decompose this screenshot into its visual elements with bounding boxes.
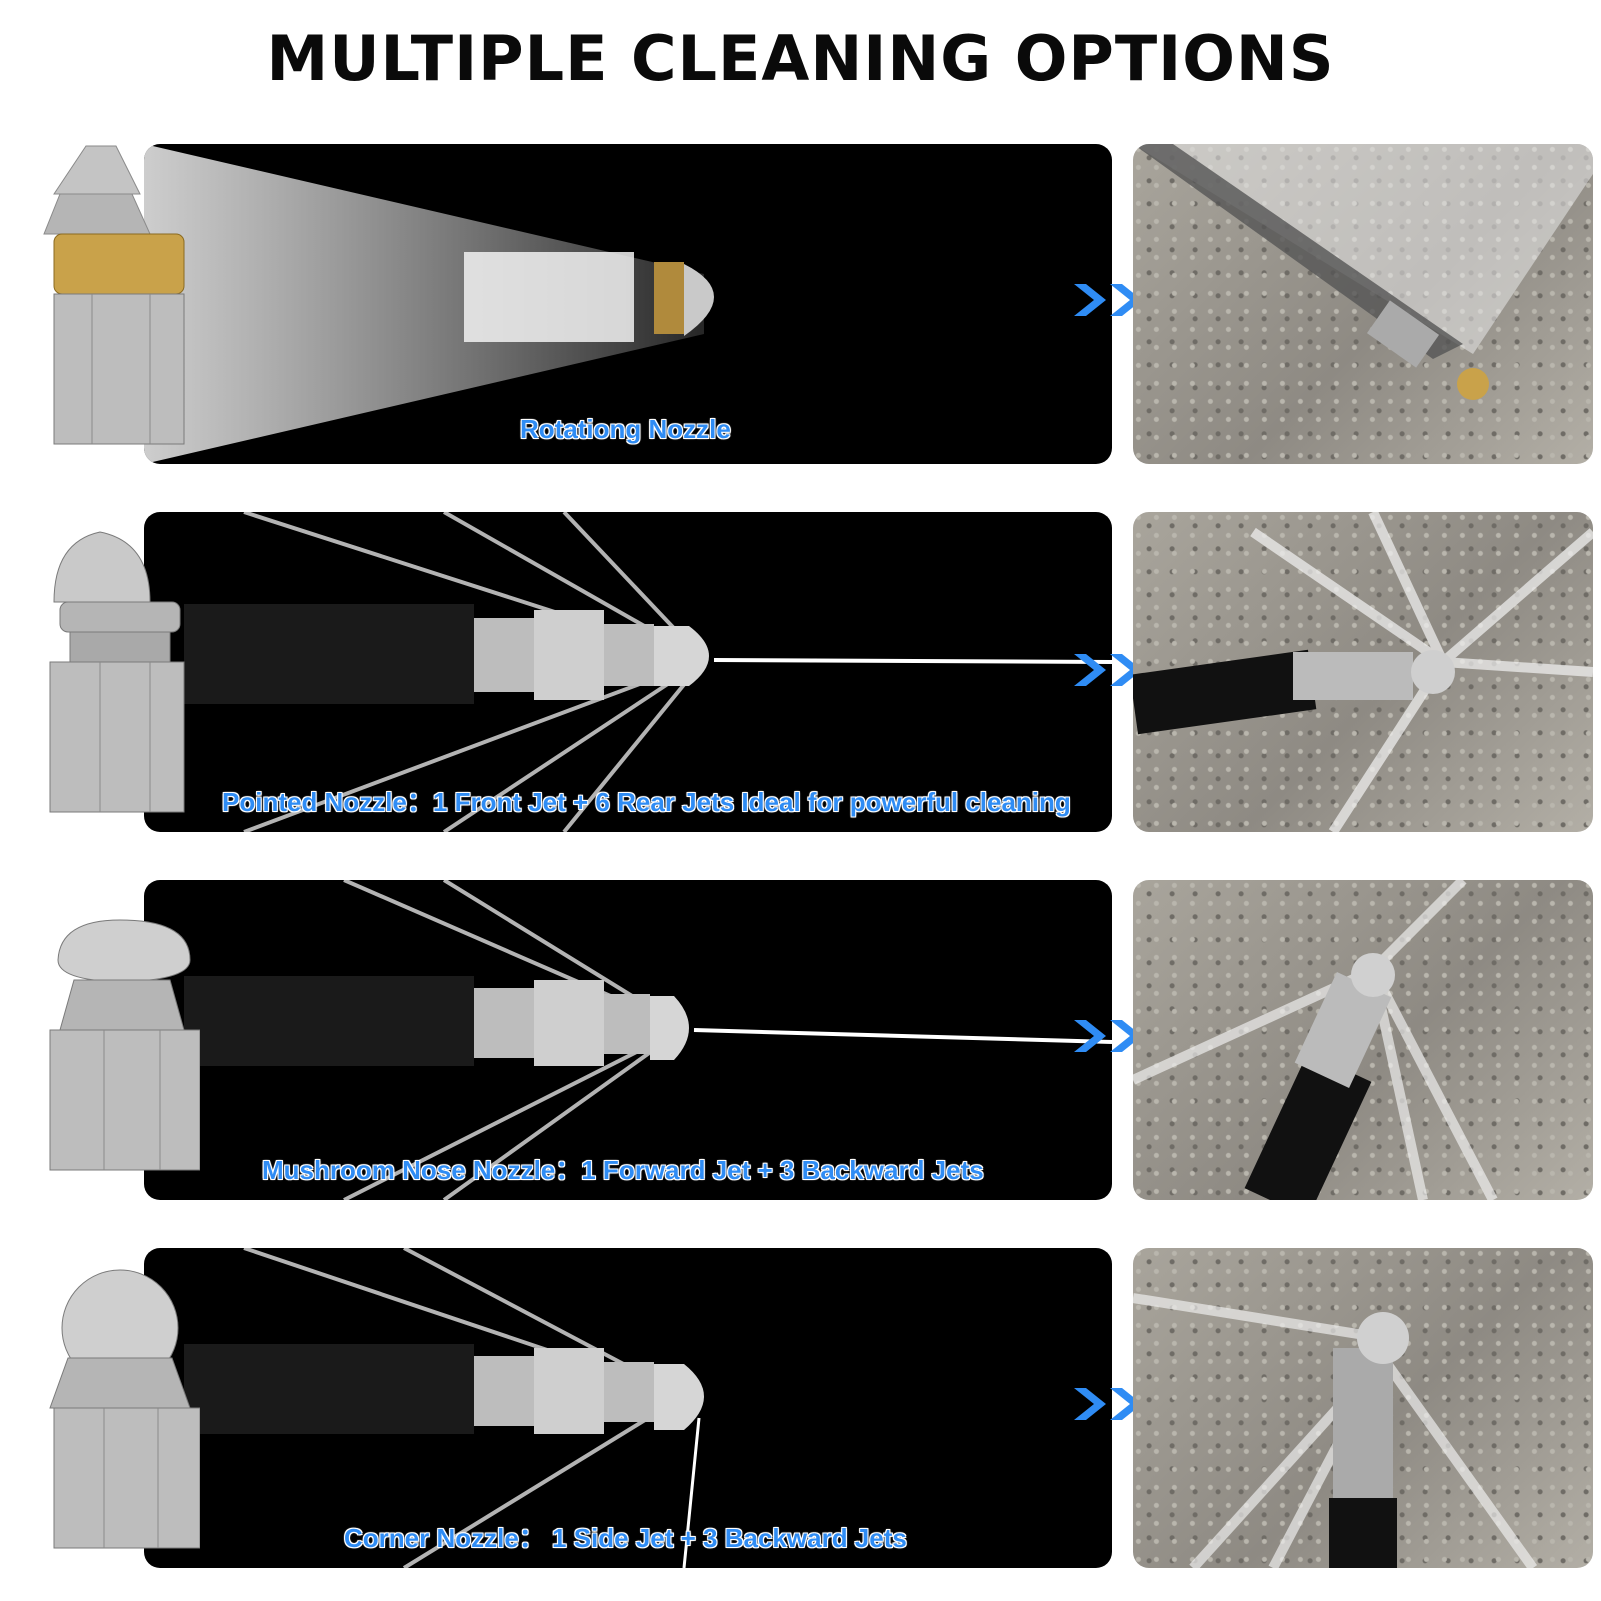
- action-photo: [1133, 880, 1593, 1200]
- action-photo: [1133, 1248, 1593, 1568]
- corner-nozzle-icon: [49, 1269, 200, 1549]
- nozzle-label: Mushroom Nose Nozzle：1 Forward Jet + 3 B…: [262, 1155, 984, 1185]
- nozzle-label: Pointed Nozzle：1 Front Jet + 6 Rear Jets…: [222, 787, 1071, 817]
- page-title: MULTIPLE CLEANING OPTIONS: [266, 22, 1335, 95]
- product-panel: [144, 1248, 1112, 1568]
- rotating-nozzle-icon: [43, 145, 185, 445]
- action-photo: [1133, 512, 1593, 832]
- spray-cone-graphic: [144, 144, 714, 464]
- option-row-mushroom: Mushroom Nose Nozzle：1 Forward Jet + 3 B…: [0, 880, 1601, 1200]
- option-row-corner: Corner Nozzle： 1 Side Jet + 3 Backward J…: [0, 1248, 1601, 1568]
- product-panel: [144, 144, 1112, 464]
- nozzle-label: Rotationg Nozzle: [520, 414, 731, 444]
- product-panel: [144, 880, 1112, 1200]
- product-panel: [144, 512, 1112, 832]
- spray-jets-graphic: [184, 880, 1112, 1200]
- spray-jets-graphic: [184, 1248, 704, 1568]
- option-row-pointed: Pointed Nozzle：1 Front Jet + 6 Rear Jets…: [0, 512, 1601, 832]
- spray-jets-graphic: [184, 512, 1112, 832]
- pointed-nozzle-icon: [49, 531, 185, 813]
- mushroom-nozzle-icon: [49, 919, 200, 1171]
- option-row-rotating: Rotationg Nozzle: [0, 144, 1601, 464]
- action-photo: [1133, 144, 1593, 464]
- nozzle-label: Corner Nozzle： 1 Side Jet + 3 Backward J…: [344, 1523, 907, 1553]
